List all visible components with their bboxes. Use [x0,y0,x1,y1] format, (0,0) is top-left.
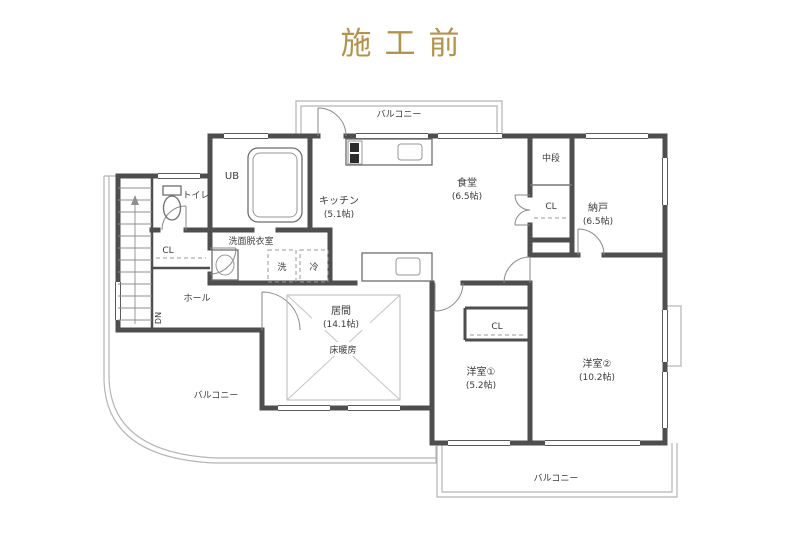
window [661,158,669,205]
window [438,132,502,140]
window [224,132,268,140]
closet-rod-lines [156,217,568,336]
window [661,310,669,362]
label-kitchen-size: (5.1帖) [324,208,354,220]
label-dining-size: (6.5帖) [452,190,482,202]
window [158,172,200,180]
window [586,132,648,140]
washbasin-icon [211,249,239,281]
washer-box [267,249,297,283]
label-western2: 洋室② [583,357,612,370]
windows [114,132,669,447]
fridge-box [299,249,329,283]
bathtub-icon [247,147,303,223]
window [114,282,122,320]
label-storage: 納戸 [588,201,608,214]
label-ub: UB [225,171,239,182]
balcony-door-arc [317,107,347,137]
label-toilet: トイレ [182,191,209,201]
label-hall: ホール [183,293,210,304]
label-cl-dining: CL [545,202,556,212]
doors [161,107,605,331]
washroom-door-arc [209,247,237,275]
kitchen-sink-counter-icon [361,252,433,282]
label-western2-size: (10.2帖) [579,371,615,383]
western2-door-arc [503,256,531,284]
label-floor-heating: 床暖房 [329,344,356,356]
label-cl-hall: CL [162,246,173,256]
room-labels: バルコニー UB トイレ キッチン (5.1帖) 食堂 (6.5帖) 中段 CL… [154,109,615,484]
window [661,372,669,428]
label-living-size: (14.1帖) [323,318,359,330]
label-kitchen: キッチン [319,195,359,207]
label-cl-western1: CL [491,322,502,332]
closet-double-door-arc [514,194,531,226]
label-balcony-bottom-right: バルコニー [534,473,579,484]
walls-thin [150,176,572,342]
toilet-door-arc [161,205,187,231]
label-balcony-bottom-left: バルコニー [194,390,239,401]
label-dining: 食堂 [457,176,477,189]
window [348,404,400,412]
label-stairs-dn: DN [154,312,163,324]
stairs-icon [118,187,152,324]
label-balcony-top: バルコニー [377,109,422,120]
balcony-outline-bottom-right [436,443,678,498]
label-washroom: 洗面脱衣室 [228,235,273,247]
label-fridge: 冷 [309,261,318,273]
kitchen-counter-icon [345,138,433,166]
hall-living-door-arc [261,291,301,331]
storage-door-arc [577,228,605,256]
label-storage-size: (6.5帖) [583,215,613,227]
western1-door-arc [434,282,464,312]
label-washer: 洗 [277,261,286,273]
window [278,404,330,412]
label-western1: 洋室① [467,365,496,378]
window [448,439,510,447]
label-middle-shelf: 中段 [542,152,560,164]
window [545,439,640,447]
page-title: 施工前 [340,26,473,62]
floor-heating-label-bg [314,342,370,356]
label-living: 居間 [331,305,351,317]
living-label-bg [312,302,370,330]
balcony-outline-top [295,100,503,136]
toilet-icon [162,185,182,221]
label-western1-size: (5.2帖) [466,379,496,391]
